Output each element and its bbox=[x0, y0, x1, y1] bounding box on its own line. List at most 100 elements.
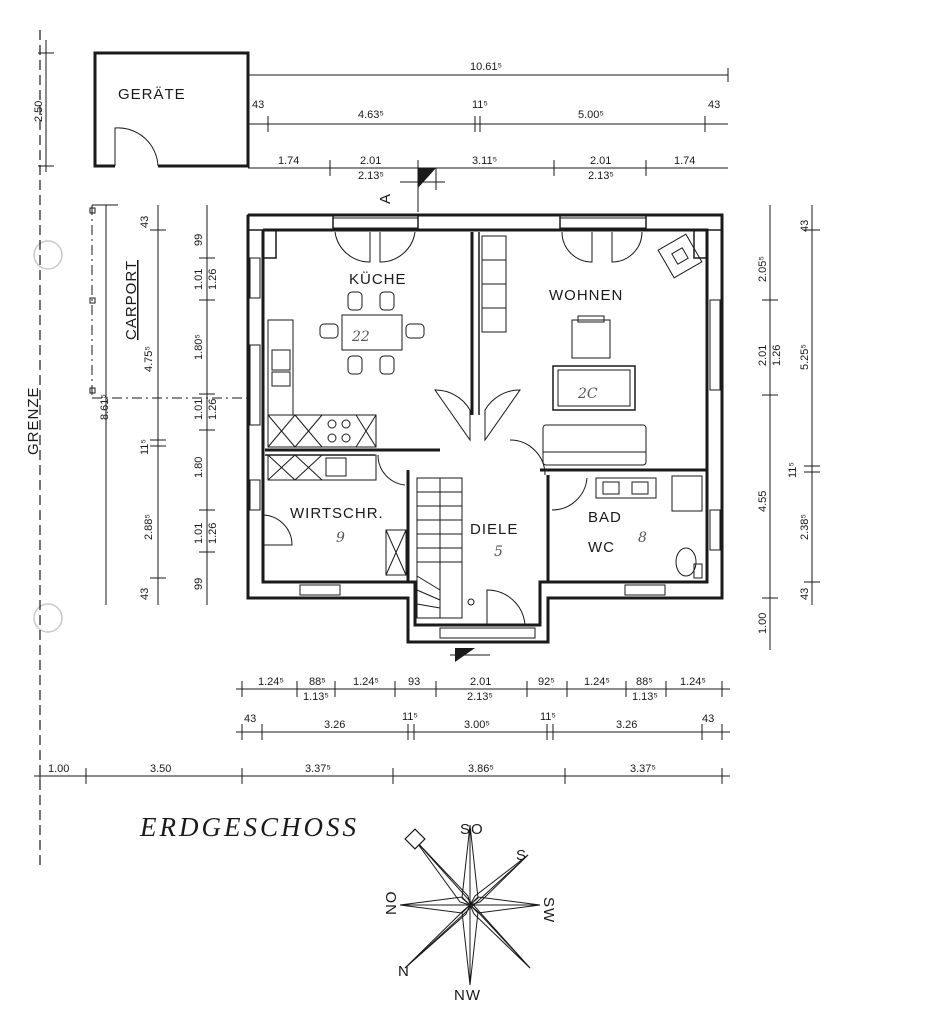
dim-top-r2-0: 43 bbox=[252, 99, 264, 111]
dim-right-c3-0: 43 bbox=[799, 220, 811, 232]
dim-left-c2-6: 99 bbox=[193, 578, 205, 590]
dim-bottom-r1-2: 1.13⁵ bbox=[303, 691, 329, 703]
room-label-kitchen: KÜCHE bbox=[349, 270, 407, 288]
compass-label-sw: SW bbox=[540, 897, 557, 923]
dim-bottom-r2-1: 3.26 bbox=[324, 719, 345, 731]
dim-left-c2-3: 1.01 bbox=[193, 399, 205, 420]
dim-right-c1-0: 2.05⁵ bbox=[757, 256, 769, 282]
dim-left-c3-2: 1.26 bbox=[207, 523, 219, 544]
binder-hole-bottom bbox=[33, 603, 63, 633]
dims-left: 43 4.75⁵ 8.61⁵ 11⁵ 2.88⁵ 43 99 1.01 1.80… bbox=[99, 205, 219, 605]
dim-bottom-r2-3: 3.00⁵ bbox=[464, 719, 490, 731]
dim-bottom-r1-7: 92⁵ bbox=[538, 676, 555, 688]
utility-fittings bbox=[261, 454, 407, 576]
dim-bottom-r3-2: 3.37⁵ bbox=[305, 763, 331, 775]
room-label-living: WOHNEN bbox=[549, 287, 623, 304]
dim-left-c1-5: 43 bbox=[139, 588, 151, 600]
dim-bottom-r1-3: 1.24⁵ bbox=[353, 676, 379, 688]
dim-left-c1-1: 4.75⁵ bbox=[143, 346, 155, 372]
dim-right-c3-3: 2.38⁵ bbox=[799, 514, 811, 540]
dim-top-r3-0: 1.74 bbox=[278, 155, 299, 167]
dim-left-c1-2: 8.61⁵ bbox=[99, 394, 111, 420]
compass-label-nw: NW bbox=[454, 987, 481, 1004]
dim-right-c1-2: 4.55 bbox=[757, 491, 769, 512]
dim-left-c2-1: 1.01 bbox=[193, 269, 205, 290]
dim-left-c2-0: 99 bbox=[193, 234, 205, 246]
dim-bottom-r1-11: 1.24⁵ bbox=[680, 676, 706, 688]
dim-top-r2-3: 5.00⁵ bbox=[578, 109, 604, 121]
dim-bottom-r1-8: 1.24⁵ bbox=[584, 676, 610, 688]
dim-bottom-r3-4: 3.37⁵ bbox=[630, 763, 656, 775]
dim-top-r2-2: 11⁵ bbox=[472, 99, 488, 111]
dim-bottom-r1-10: 1.13⁵ bbox=[632, 691, 658, 703]
dim-left-c3-1: 1.26 bbox=[207, 399, 219, 420]
dim-left-c3-0: 1.26 bbox=[207, 269, 219, 290]
compass-label-so: SO bbox=[460, 821, 484, 838]
compass-label-n: N bbox=[398, 963, 410, 980]
compass-label-s: S bbox=[516, 847, 527, 864]
dim-bottom-r1-0: 1.24⁵ bbox=[258, 676, 284, 688]
dim-bottom-r3-3: 3.86⁵ bbox=[468, 763, 494, 775]
dim-left-c1-0: 43 bbox=[139, 216, 151, 228]
dims-bottom: 1.24⁵ 88⁵ 1.13⁵ 1.24⁵ 93 2.01 2.13⁵ 92⁵ … bbox=[34, 676, 730, 784]
dim-right-c3-1: 5.25⁵ bbox=[799, 344, 811, 370]
dim-bottom-r2-4: 11⁵ bbox=[540, 711, 556, 723]
dim-top-r3-1: 2.01 bbox=[360, 155, 381, 167]
dim-bottom-r3-0: 1.00 bbox=[48, 763, 69, 775]
binder-hole-top bbox=[33, 240, 63, 270]
dim-bottom-r2-5: 3.26 bbox=[616, 719, 637, 731]
dim-left-c2-2: 1.80⁵ bbox=[193, 334, 205, 360]
room-label-hall: DIELE bbox=[470, 521, 518, 538]
dim-top-r2-4: 43 bbox=[708, 99, 720, 111]
handwritten-living: 2C bbox=[577, 386, 598, 402]
dim-bottom-r2-6: 43 bbox=[702, 713, 714, 725]
handwritten-hall: 5 bbox=[494, 544, 503, 560]
dim-top-total: 10.61⁵ bbox=[470, 61, 502, 73]
bath-fittings bbox=[551, 475, 703, 579]
carport-label: CARPORT bbox=[123, 260, 140, 340]
handwritten-utility: 9 bbox=[336, 530, 345, 546]
kitchen-fittings bbox=[267, 291, 425, 448]
compass-rose-icon: SO S SW NO N NW bbox=[383, 821, 557, 1004]
dim-left-c2-5: 1.01 bbox=[193, 523, 205, 544]
compass-label-no: NO bbox=[383, 891, 400, 916]
shed-label: GERÄTE bbox=[118, 86, 186, 103]
staircase bbox=[416, 477, 526, 626]
window-swings bbox=[334, 231, 643, 263]
room-label-wc: WC bbox=[588, 539, 615, 556]
dim-right-c2-0: 1.26 bbox=[771, 345, 783, 366]
dim-left-c1-4: 2.88⁵ bbox=[143, 514, 155, 540]
dim-right-c1-1: 2.01 bbox=[757, 345, 769, 366]
drawing-title: ERDGESCHOSS bbox=[139, 812, 359, 842]
dim-bottom-r1-9: 88⁵ bbox=[636, 676, 653, 688]
dim-top-r3-2: 2.13⁵ bbox=[358, 170, 384, 182]
dim-bottom-r1-4: 93 bbox=[408, 676, 420, 688]
dim-right-c3-4: 43 bbox=[799, 588, 811, 600]
dim-top-r3-4: 2.01 bbox=[590, 155, 611, 167]
dim-left-c2-4: 1.80 bbox=[193, 457, 205, 478]
handwritten-bath: 8 bbox=[638, 530, 647, 546]
dim-bottom-r1-6: 2.13⁵ bbox=[467, 691, 493, 703]
living-fittings bbox=[434, 233, 703, 476]
shed: GERÄTE bbox=[93, 51, 250, 168]
dims-right: 2.05⁵ 2.01 4.55 1.00 1.26 43 5.25⁵ 11⁵ 2… bbox=[757, 205, 820, 650]
room-label-bath: BAD bbox=[588, 509, 622, 526]
boundary-label: GRENZE bbox=[25, 386, 42, 455]
carport: CARPORT bbox=[89, 204, 248, 605]
room-label-utility: WIRTSCHR. bbox=[290, 505, 384, 522]
dim-top-r3-5: 2.13⁵ bbox=[588, 170, 614, 182]
dim-bottom-r1-5: 2.01 bbox=[470, 676, 491, 688]
windows bbox=[249, 217, 721, 639]
dim-bottom-r2-2: 11⁵ bbox=[402, 711, 418, 723]
dim-bottom-r3-1: 3.50 bbox=[150, 763, 171, 775]
dim-shed-height: 2.50 bbox=[33, 101, 45, 122]
dim-right-c3-2: 11⁵ bbox=[787, 462, 799, 478]
dims-top: 10.61⁵ 43 4.63⁵ 11⁵ 5.00⁵ 43 1.74 2.01 2… bbox=[33, 40, 729, 182]
handwritten-kitchen: 22 bbox=[351, 329, 370, 345]
dim-left-c1-3: 11⁵ bbox=[139, 439, 151, 455]
dim-bottom-r1-1: 88⁵ bbox=[309, 676, 326, 688]
dim-top-r2-1: 4.63⁵ bbox=[358, 109, 384, 121]
dim-top-r3-3: 3.11⁵ bbox=[472, 155, 497, 167]
dim-bottom-r2-0: 43 bbox=[244, 713, 256, 725]
